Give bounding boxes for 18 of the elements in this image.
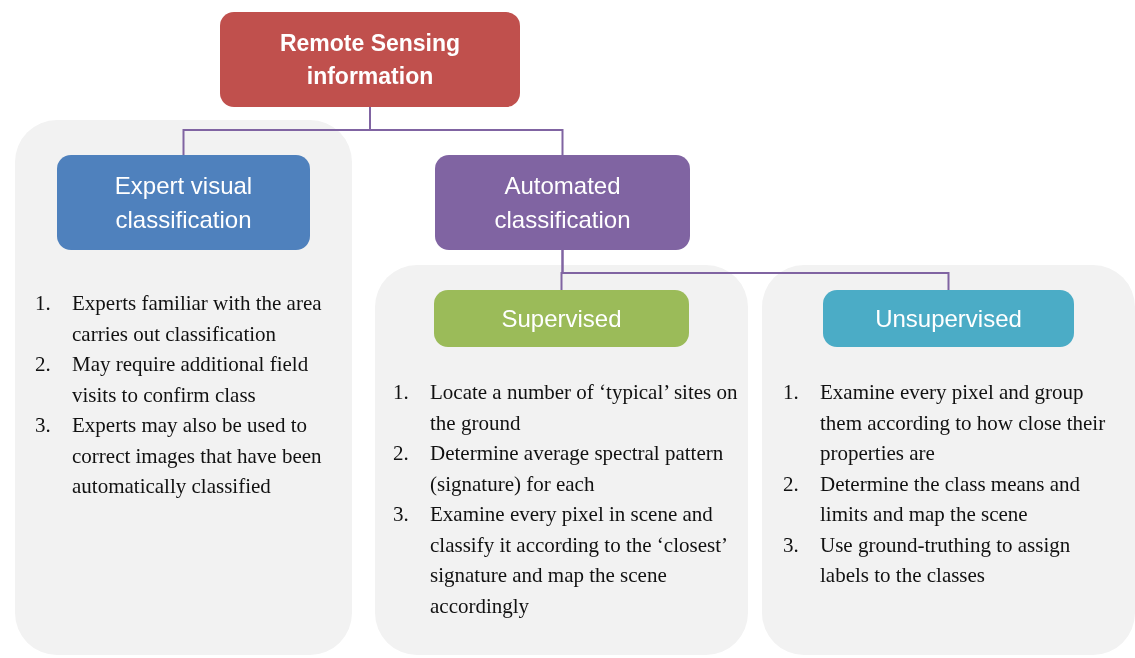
connector-line bbox=[561, 249, 950, 291]
group-panel bbox=[15, 120, 352, 655]
list-item: 2. Determine average spectral pattern (signature) for each bbox=[393, 440, 725, 498]
list-item: 3. Examine every pixel in scene and classify it according to the ‘closest’ signature and map the scene accordingly bbox=[393, 501, 728, 620]
list-item: 2. May require additional field visits to confirm class bbox=[35, 351, 310, 409]
category-box: Automated classification bbox=[435, 155, 690, 250]
list-item: 1. Examine every pixel and group them according to how close their properties are bbox=[783, 379, 1107, 467]
category-box: Expert visual classification bbox=[57, 155, 310, 250]
category-box: Unsupervised bbox=[823, 290, 1074, 347]
category-box: Remote Sensing information bbox=[220, 12, 520, 107]
list-item: 1. Locate a number of ‘typical’ sites on the ground bbox=[393, 379, 739, 437]
category-box: Supervised bbox=[434, 290, 689, 347]
list-item: 2. Determine the class means and limits and map the scene bbox=[783, 470, 1082, 528]
group-panel bbox=[375, 265, 748, 655]
group-panel bbox=[762, 265, 1135, 655]
list-item: 3. Experts may also be used to correct images that have been automatically classified bbox=[35, 412, 323, 500]
list-item: 3. Use ground-truthing to assign labels to the classes bbox=[783, 531, 1072, 589]
list-item: 1. Experts familiar with the area carries out classification bbox=[35, 290, 323, 348]
